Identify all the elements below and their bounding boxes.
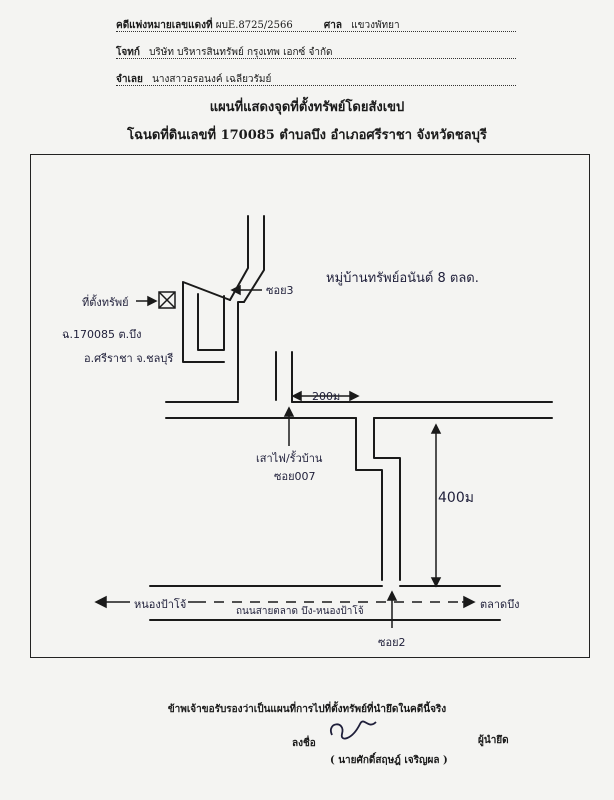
village-block-inner	[197, 293, 225, 351]
distance-200-head-left	[291, 390, 302, 402]
property-marker-icon	[158, 291, 176, 309]
village-block-outer	[182, 281, 231, 363]
arrow-right-road-head	[463, 595, 476, 609]
soi2-right-edge	[373, 417, 401, 581]
village-label: หมู่บ้านทรัพย์อนันต์ 8 ตลด.	[326, 270, 479, 286]
deed-title: โฉนดที่ดินเลขที่ 170085 ตำบลบึง อำเภอศรี…	[127, 128, 487, 143]
village-block-right	[237, 301, 245, 363]
soi2-label: ซอย2	[378, 636, 406, 649]
signer-name: ( นายศักดิ์สฤษฎ์ เจริญผล )	[330, 755, 448, 766]
arrow-left-road-head	[94, 595, 107, 609]
defendant-underline	[116, 85, 516, 86]
case-underline	[116, 31, 516, 32]
soi2-pointer-head	[386, 590, 398, 601]
soi3-pointer-head	[230, 284, 241, 296]
court-name: แขวงพัทยา	[351, 20, 400, 31]
distance-400-head-top	[430, 423, 442, 434]
deed-line2: อ.ศรีราชา จ.ชลบุรี	[84, 352, 173, 365]
village-road-right-edge	[243, 215, 265, 303]
property-pointer-head	[147, 295, 158, 307]
plaintiff-name: บริษัท บริหารสินทรัพย์ กรุงเทพ เอกซ์ จำก…	[149, 47, 333, 58]
case-label: คดีแพ่งหมายเลขแดงที่	[116, 20, 213, 31]
soi2-left-edge	[355, 417, 383, 581]
sign-label: ลงชื่อ	[292, 738, 316, 749]
court-label: ศาล	[323, 20, 342, 31]
soi3-label: ซอย3	[266, 284, 294, 297]
distance-400-head-bottom	[430, 577, 442, 588]
property-label: ที่ตั้งทรัพย์	[82, 294, 129, 309]
soi007-pointer-head	[283, 406, 295, 417]
defendant-label: จำเลย	[116, 74, 143, 85]
case-line: คดีแพ่งหมายเลขแดงที่ ผบE.8725/2566 ศาล แ…	[116, 18, 400, 33]
plaintiff-label: โจทก์	[116, 47, 140, 58]
sao-label: เสาไฟ/รั้วบ้าน	[256, 450, 323, 465]
soi007-label: ซอย007	[274, 470, 316, 483]
right-road-label: ตลาดบึง	[480, 598, 520, 611]
left-road-label: หนองป้าโจ้	[134, 597, 186, 611]
certification-statement: ข้าพเจ้าขอรับรองว่าเป็นแผนที่การไปที่ตั้…	[167, 704, 447, 715]
distance-400-label: 400ม	[438, 490, 474, 506]
distance-200-head-right	[349, 390, 360, 402]
role-label: ผู้นำยึด	[478, 735, 509, 746]
defendant-line: จำเลย นางสาวอรอนงค์ เฉลียวรัมย์	[116, 72, 271, 87]
distance-200-label: 200ม	[312, 390, 340, 403]
signature-mark	[329, 720, 377, 740]
plaintiff-line: โจทก์ บริษัท บริหารสินทรัพย์ กรุงเทพ เอก…	[116, 45, 333, 60]
map-title: แผนที่แสดงจุดที่ตั้งทรัพย์โดยสังเขป	[209, 100, 405, 115]
plaintiff-underline	[116, 58, 516, 59]
main-road-label: ถนนสายตลาด บึง-หนองป้าโจ้	[236, 604, 364, 617]
defendant-name: นางสาวอรอนงค์ เฉลียวรัมย์	[152, 74, 272, 85]
case-number: ผบE.8725/2566	[215, 20, 293, 31]
deed-line1: ฉ.170085 ต.บึง	[62, 328, 141, 341]
map-frame	[30, 154, 590, 658]
